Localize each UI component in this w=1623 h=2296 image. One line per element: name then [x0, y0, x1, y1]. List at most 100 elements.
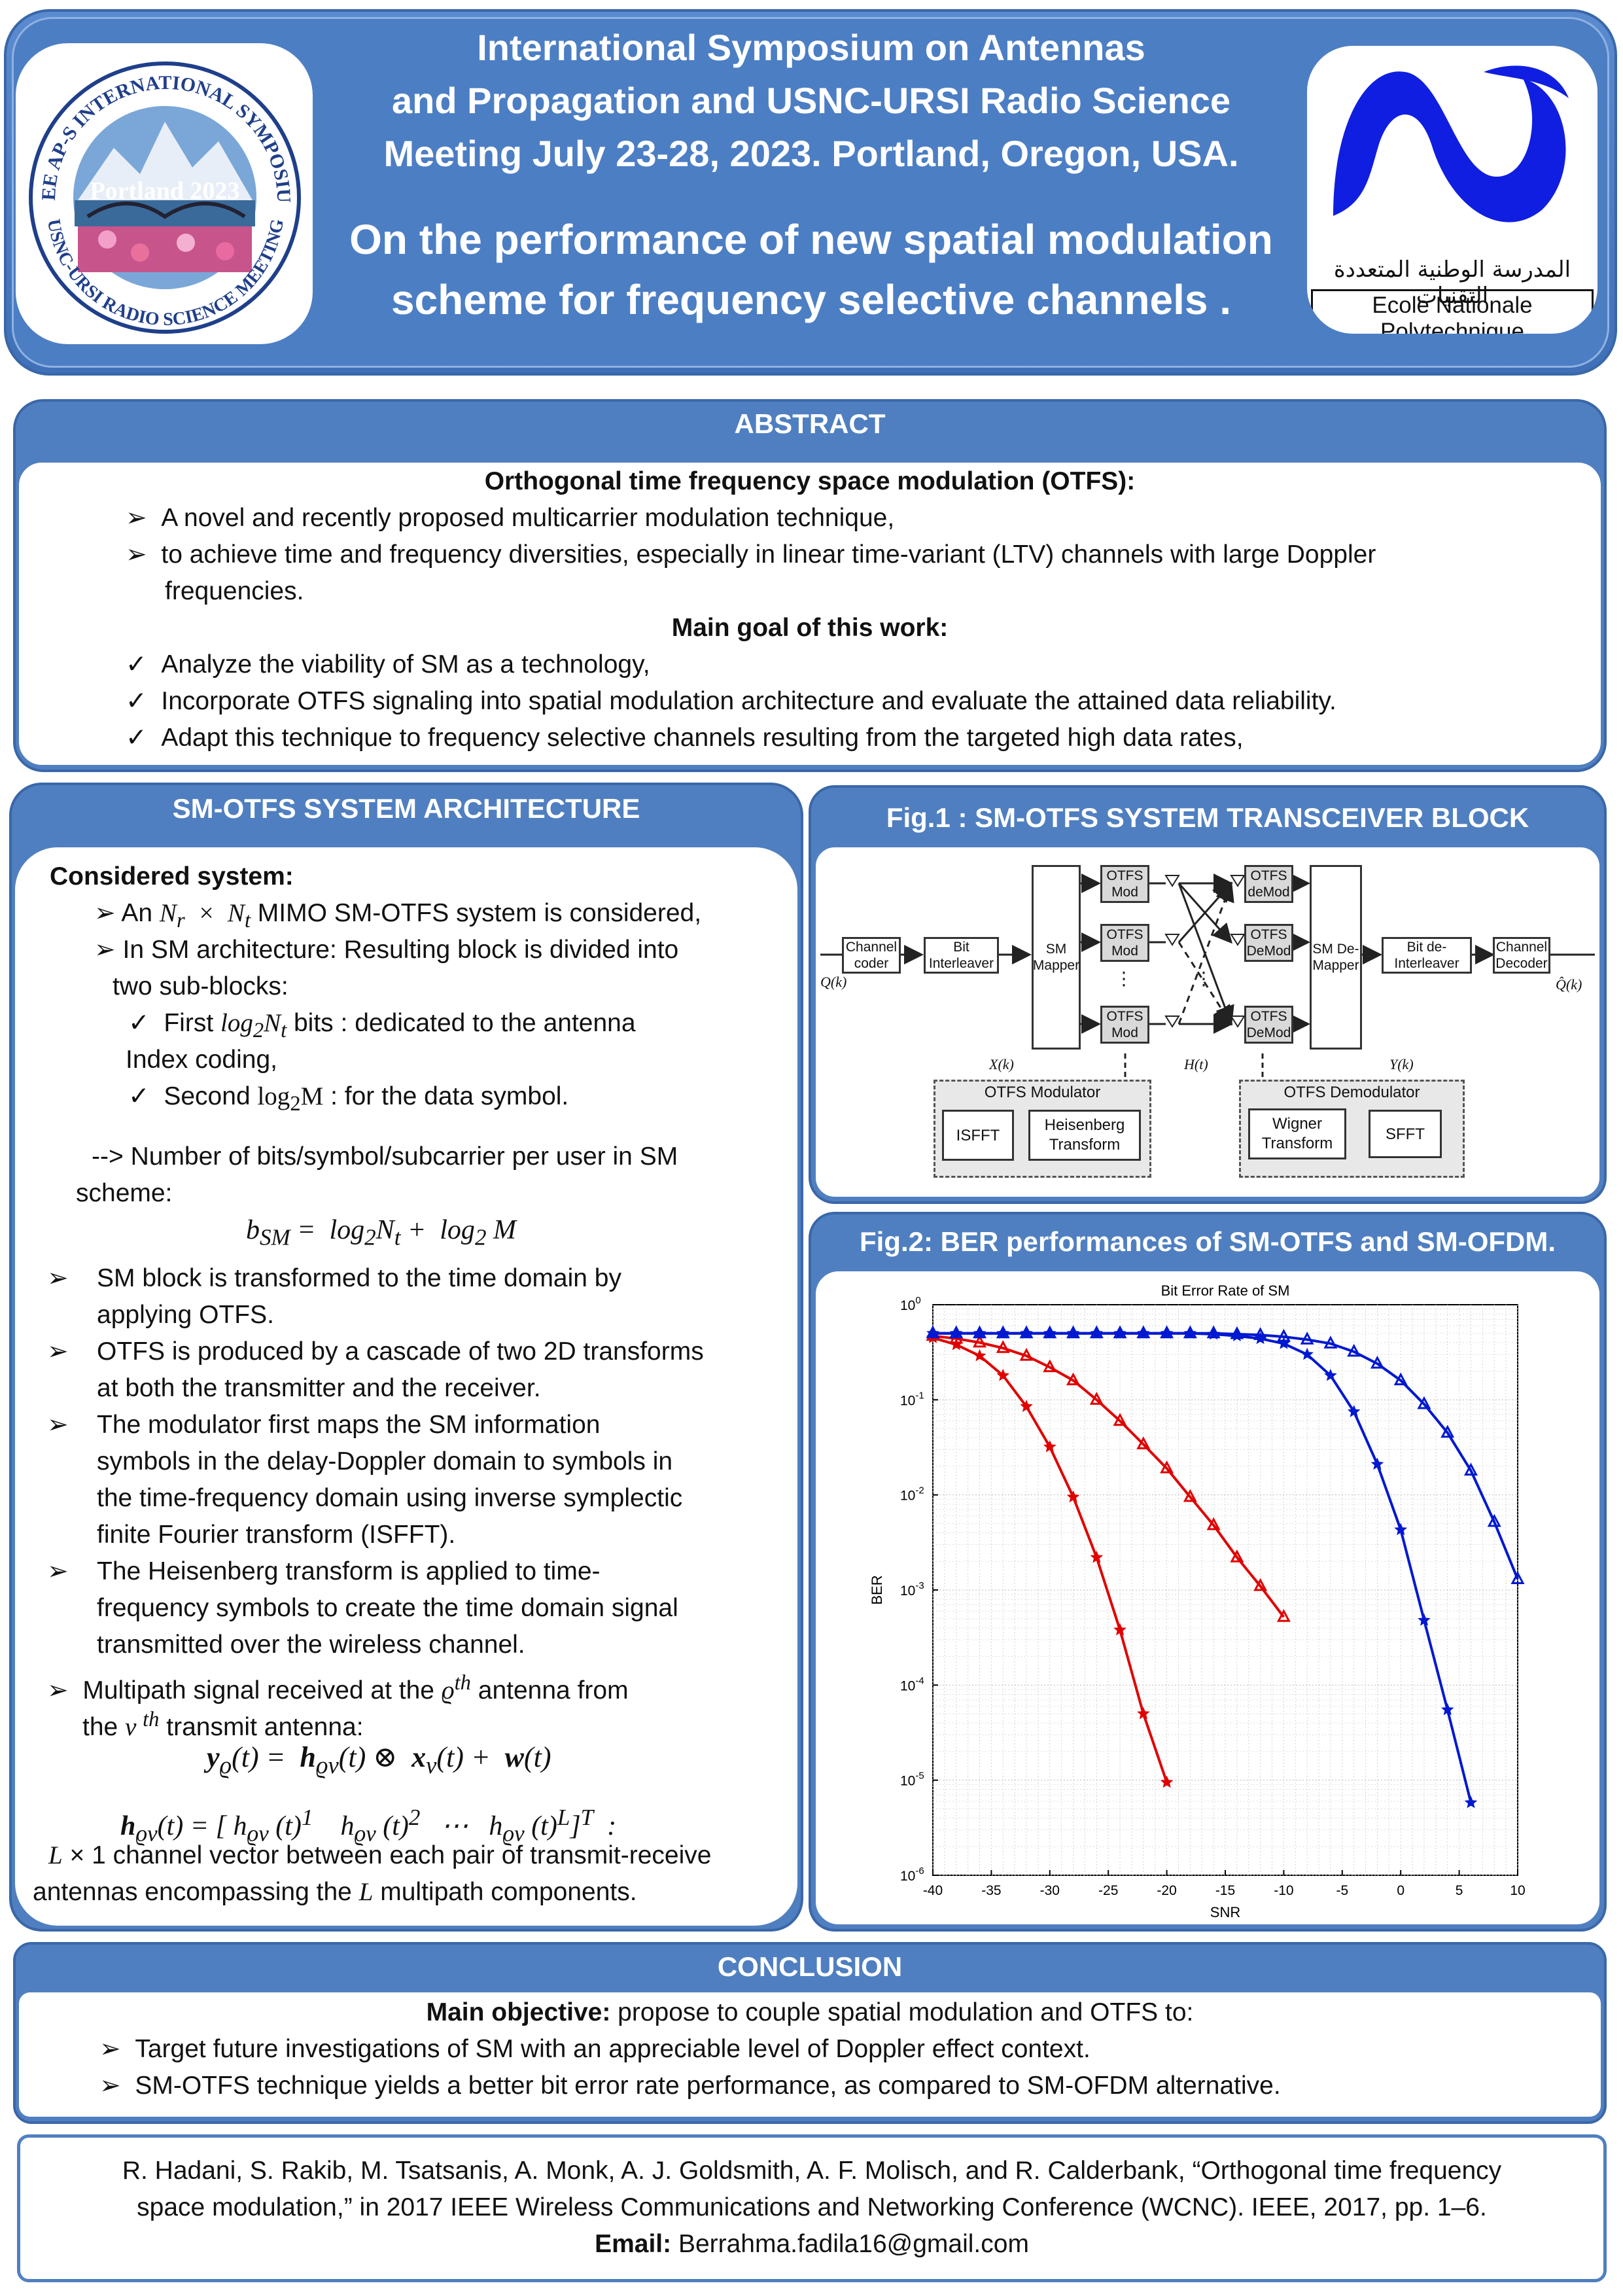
ber-point-triangle — [1510, 1571, 1525, 1584]
signal-h: H(t) — [1184, 1056, 1208, 1072]
arch-bullet-2: ➢ — [47, 1337, 69, 1366]
abstract-check-2: ✓ Incorporate OTFS signaling into spatia… — [126, 687, 1336, 715]
ber-point-triangle — [926, 1325, 940, 1339]
y-tick-label: 10-1 — [900, 1390, 924, 1408]
arch-bullet-3-l3: the time-frequency domain using inverse … — [97, 1484, 683, 1512]
arch-item-2-cont: two sub-blocks: — [113, 972, 288, 1000]
arch-bullet-2-l2: at both the transmitter and the receiver… — [97, 1374, 541, 1402]
logo-center-text: Portland 2023 — [90, 177, 239, 205]
ber-point-star — [1113, 1623, 1126, 1636]
arch-item-1-pre: An — [121, 899, 160, 927]
abstract-check-1: ✓ Analyze the viability of SM as a techn… — [126, 650, 650, 679]
conclusion-bullet-2: ➢ SM-OTFS technique yields a better bit … — [99, 2072, 1281, 2100]
arch-check-1: ✓ First log2Nt bits : dedicated to the a… — [128, 1009, 636, 1042]
school-arabic-name: المدرسة الوطنية المتعددة التقنيات — [1333, 256, 1571, 309]
otfs-demod-block-3: OTFS DeMod — [1244, 1006, 1293, 1044]
arch-bullet-3: ➢ — [47, 1411, 69, 1439]
ber-point-triangle — [1276, 1609, 1291, 1622]
conclusion-bullet-1: ➢ Target future investigations of SM wit… — [99, 2035, 1091, 2063]
ber-point-star — [1394, 1523, 1408, 1536]
arch-check-1-post: bits : dedicated to the antenna — [287, 1009, 636, 1037]
signal-q-in: Q(k) — [820, 974, 847, 990]
arch-bullet-4: ➢ — [47, 1557, 69, 1585]
abstract-bullet-2-text: to achieve time and frequency diversitie… — [161, 540, 1376, 569]
arch-bullet-4-l1: The Heisenberg transform is applied to t… — [97, 1557, 601, 1585]
conclusion-heading: CONCLUSION — [717, 1951, 903, 1982]
multipath-line-2: the ν th transmit antenna: — [82, 1701, 364, 1746]
otfs-demod-block-1: OTFS deMod — [1244, 865, 1293, 903]
ber-point-triangle — [1300, 1332, 1314, 1345]
arch-bullet-4-l2: frequency symbols to create the time dom… — [97, 1594, 678, 1622]
ber-point-triangle — [1276, 1328, 1291, 1342]
arch-bullet-3-l4: finite Fourier transform (ISFFT). — [97, 1521, 456, 1549]
otfs-mod-block-1: OTFS Mod — [1100, 865, 1149, 903]
signal-x: X(k) — [989, 1056, 1014, 1072]
ber-point-triangle — [1113, 1413, 1127, 1426]
arch-bullet-2-l1: OTFS is produced by a cascade of two 2D … — [97, 1337, 704, 1366]
email-address[interactable]: Berrahma.fadila16@gmail.com — [671, 2230, 1029, 2258]
ber-point-triangle — [1230, 1326, 1244, 1339]
ber-point-triangle — [1089, 1392, 1104, 1405]
x-tick-label: -25 — [1098, 1883, 1118, 1898]
chart-x-axis-label: SNR — [1210, 1904, 1240, 1920]
channel-desc-line-1-text: × 1 channel vector between each pair of … — [62, 1841, 712, 1869]
ber-series-line-2 — [932, 1334, 1285, 1618]
channel-desc-line-2-post: multipath components. — [373, 1878, 637, 1906]
title-line-1: On the performance of new spatial modula… — [349, 216, 1273, 263]
channel-desc-line-2-pre: antennas encompassing the — [33, 1878, 359, 1906]
bits-per-symbol-line: --> Number of bits/symbol/subcarrier per… — [92, 1142, 678, 1171]
ber-point-star — [1370, 1457, 1384, 1470]
x-tick-label: -35 — [981, 1883, 1001, 1898]
x-tick-label: -5 — [1336, 1883, 1348, 1898]
abstract-heading: ABSTRACT — [734, 408, 886, 439]
y-tick-label: 100 — [900, 1295, 921, 1313]
ber-point-star — [1090, 1550, 1104, 1563]
x-tick-label: -15 — [1215, 1883, 1235, 1898]
poster-title: On the performance of new spatial modula… — [314, 209, 1308, 330]
channel-desc-line-2: antennas encompassing the L multipath co… — [33, 1874, 637, 1911]
fig2-heading: Fig.2: BER performances of SM-OTFS and S… — [859, 1226, 1556, 1257]
ber-point-star — [1160, 1775, 1174, 1788]
arch-bullet-3-l2: symbols in the delay-Doppler domain to s… — [97, 1447, 673, 1475]
ber-point-triangle — [1347, 1343, 1361, 1357]
isfft-block: ISFFT — [942, 1110, 1014, 1161]
signal-q-out: Q̂(k) — [1556, 976, 1582, 993]
bits-per-symbol-cont: scheme: — [76, 1179, 173, 1207]
conclusion-objective: Main objective: propose to couple spatia… — [16, 1994, 1604, 2031]
ber-point-triangle — [1206, 1325, 1221, 1339]
ber-point-triangle — [1160, 1460, 1174, 1474]
x-tick-label: 0 — [1397, 1883, 1405, 1898]
arch-check-2-pre: Second — [164, 1082, 258, 1110]
abstract-bullet-1-text: A novel and recently proposed multicarri… — [161, 504, 895, 532]
l-symbol: L — [48, 1841, 63, 1869]
channel-vector-formula: hϱν(t) = [ hϱν (t)1 hϱν (t)2 ⋯ hϱν (t)L]… — [120, 1805, 617, 1846]
sfft-block: SFFT — [1369, 1110, 1442, 1158]
ber-point-triangle — [996, 1325, 1010, 1339]
arch-item-1-post: MIMO SM-OTFS system is considered, — [250, 899, 702, 927]
abstract-bullet-2-cont: frequencies. — [165, 577, 304, 605]
ber-point-triangle — [973, 1325, 987, 1339]
ber-point-triangle — [1440, 1424, 1455, 1438]
fig1-diagram: ⋮ ⋮ ⋮ Channel coder Bit Interleaver SM M… — [812, 844, 1603, 1200]
title-line-2: scheme for frequency selective channels … — [391, 276, 1232, 323]
multipath-line-1: ➢ Multipath signal received at the ϱth a… — [47, 1671, 629, 1704]
ber-point-triangle — [1230, 1549, 1244, 1563]
ber-point-star — [1020, 1400, 1033, 1412]
ber-point-triangle — [1136, 1325, 1151, 1339]
received-signal-formula: yϱ(t) = hϱν(t) ⊗ xν(t) + w(t) — [207, 1741, 551, 1778]
ber-point-triangle — [1417, 1396, 1431, 1409]
rho-th-symbol: ϱth — [441, 1671, 471, 1704]
abstract-subheading-otfs: Orthogonal time frequency space modulati… — [484, 467, 1136, 495]
otfs-mod-block-2: OTFS Mod — [1100, 924, 1149, 962]
x-tick-label: -30 — [1040, 1883, 1060, 1898]
nu-th-symbol: ν th — [125, 1708, 160, 1741]
log2-nt-symbol: log2Nt — [220, 1009, 287, 1042]
conference-name: International Symposium on Antennas and … — [314, 21, 1308, 180]
fig1-heading: Fig.1 : SM-OTFS SYSTEM TRANSCEIVER BLOCK — [886, 802, 1529, 833]
ber-point-star — [1137, 1706, 1150, 1720]
y-tick-label: 10-4 — [900, 1675, 924, 1693]
ber-point-triangle — [1019, 1347, 1034, 1361]
school-name: Ecole Nationale Polytechnique — [1311, 289, 1594, 334]
arch-item-2: ➢ In SM architecture: Resulting block is… — [94, 936, 679, 964]
arch-bullet-1-l1: SM block is transformed to the time doma… — [97, 1264, 621, 1292]
